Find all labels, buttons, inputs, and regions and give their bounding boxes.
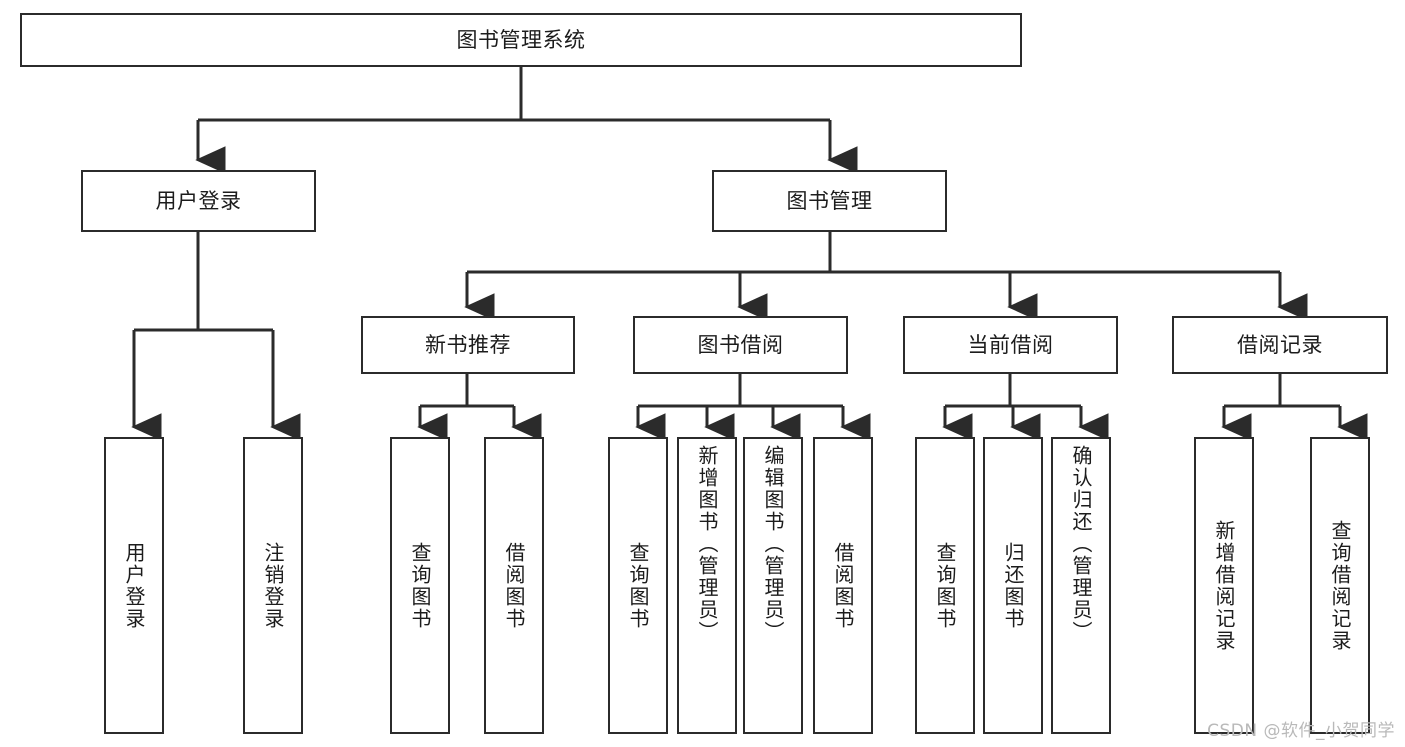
node-user-login-label: 用户登录 xyxy=(155,188,242,213)
node-leaf-edit-book-label: 编辑图书（管理员） xyxy=(761,445,785,643)
node-root[interactable]: 图书管理系统 xyxy=(20,13,1022,67)
node-leaf-query-book-2[interactable]: 查询图书 xyxy=(608,437,668,734)
node-leaf-user-login-label: 用户登录 xyxy=(122,541,146,630)
node-book-borrow[interactable]: 图书借阅 xyxy=(633,316,848,374)
node-leaf-add-book[interactable]: 新增图书（管理员） xyxy=(677,437,737,734)
node-leaf-query-record-label: 查询借阅记录 xyxy=(1328,519,1352,652)
node-root-label: 图书管理系统 xyxy=(456,27,586,52)
node-current-borrow-label: 当前借阅 xyxy=(967,332,1054,357)
node-leaf-borrow-book-2[interactable]: 借阅图书 xyxy=(813,437,873,734)
node-book-management[interactable]: 图书管理 xyxy=(712,170,947,232)
node-leaf-query-book-3-label: 查询图书 xyxy=(933,541,957,630)
node-leaf-return-book[interactable]: 归还图书 xyxy=(983,437,1043,734)
node-leaf-query-record[interactable]: 查询借阅记录 xyxy=(1310,437,1370,734)
node-borrow-record[interactable]: 借阅记录 xyxy=(1172,316,1388,374)
node-leaf-borrow-book-1[interactable]: 借阅图书 xyxy=(484,437,544,734)
node-leaf-query-book-1[interactable]: 查询图书 xyxy=(390,437,450,734)
node-leaf-edit-book[interactable]: 编辑图书（管理员） xyxy=(743,437,803,734)
node-leaf-confirm-return-label: 确认归还（管理员） xyxy=(1069,445,1093,643)
node-borrow-record-label: 借阅记录 xyxy=(1237,332,1323,357)
node-leaf-add-record[interactable]: 新增借阅记录 xyxy=(1194,437,1254,734)
node-current-borrow[interactable]: 当前借阅 xyxy=(903,316,1118,374)
node-user-login[interactable]: 用户登录 xyxy=(81,170,316,232)
node-new-book-recommend[interactable]: 新书推荐 xyxy=(361,316,575,374)
node-leaf-add-book-label: 新增图书（管理员） xyxy=(695,445,719,643)
node-new-book-recommend-label: 新书推荐 xyxy=(425,332,511,357)
watermark: CSDN @软件_小贺同学 xyxy=(1207,721,1395,741)
node-book-management-label: 图书管理 xyxy=(786,188,873,213)
node-leaf-confirm-return[interactable]: 确认归还（管理员） xyxy=(1051,437,1111,734)
node-leaf-add-record-label: 新增借阅记录 xyxy=(1212,519,1236,652)
node-leaf-logout-label: 注销登录 xyxy=(261,541,285,630)
node-leaf-query-book-2-label: 查询图书 xyxy=(626,541,650,630)
node-leaf-user-login[interactable]: 用户登录 xyxy=(104,437,164,734)
node-leaf-logout[interactable]: 注销登录 xyxy=(243,437,303,734)
node-leaf-borrow-book-1-label: 借阅图书 xyxy=(502,541,526,630)
node-leaf-query-book-1-label: 查询图书 xyxy=(408,541,432,630)
node-leaf-borrow-book-2-label: 借阅图书 xyxy=(831,541,855,630)
node-leaf-query-book-3[interactable]: 查询图书 xyxy=(915,437,975,734)
node-book-borrow-label: 图书借阅 xyxy=(697,332,784,357)
node-leaf-return-book-label: 归还图书 xyxy=(1001,541,1025,630)
